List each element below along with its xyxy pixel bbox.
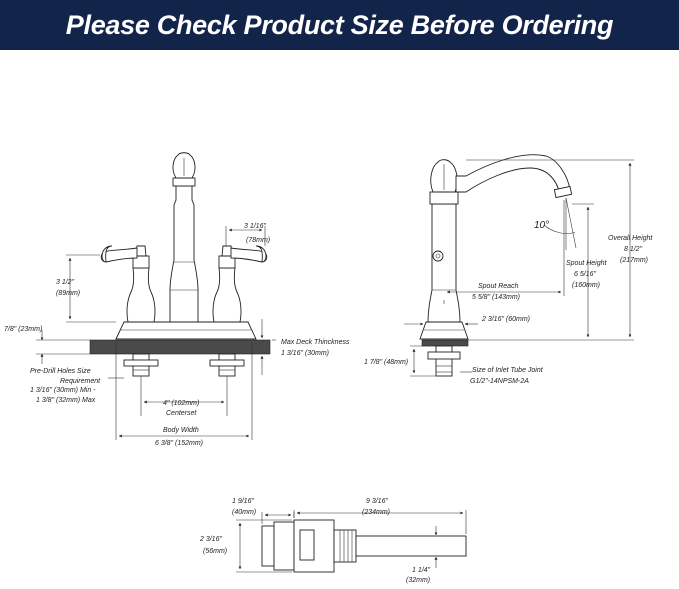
overall-height-label: Overall Height xyxy=(608,235,653,242)
max-deck-value: 1 3/16" (30mm) xyxy=(281,350,329,357)
spout-height-label: Spout Height xyxy=(566,260,608,267)
pre-drill-line4: 1 3/8" (32mm) Max xyxy=(36,397,96,404)
nut-width-imperial: 1 9/16" xyxy=(232,498,254,505)
pre-drill-line1: Pre-Drill Holes Size xyxy=(30,368,91,375)
overall-height-metric: (217mm) xyxy=(620,257,648,264)
side-view-faucet xyxy=(419,154,573,377)
pre-drill-line2: Requirement xyxy=(60,378,101,385)
deck-plate xyxy=(89,339,271,355)
bottom-view-connector xyxy=(261,519,467,573)
total-length-imperial: 9 3/16" xyxy=(366,498,388,505)
dimension-drawing: 3 1/2" (89mm) 7/8" (23mm) 3 1/16" (78mm)… xyxy=(4,152,653,584)
spout-angle: 10° xyxy=(534,220,549,231)
spout-height-metric: (160mm) xyxy=(572,282,600,289)
handle-height-metric: (89mm) xyxy=(56,290,80,297)
shank-length-value: 1 7/8" (48mm) xyxy=(364,359,408,366)
front-view-dimensions: 3 1/2" (89mm) 7/8" (23mm) 3 1/16" (78mm)… xyxy=(4,223,350,447)
nut-width-metric: (40mm) xyxy=(232,509,256,516)
side-view-dimensions: 10° Overall Height 8 1/2" (217mm) Spout … xyxy=(364,159,653,385)
spout-reach-value: 5 5/8" (143mm) xyxy=(472,294,520,301)
side-deck-plate xyxy=(421,339,469,347)
nut-height-metric: (56mm) xyxy=(203,548,227,555)
max-deck-label: Max Deck Thinckness xyxy=(281,339,350,346)
tube-offset-metric: (32mm) xyxy=(406,577,430,584)
deck-offset-label: 7/8" (23mm) xyxy=(4,326,42,333)
inlet-label: Size of Inlet Tube Joint xyxy=(472,367,544,374)
banner-title: Please Check Product Size Before Orderin… xyxy=(65,9,614,40)
base-width-value: 2 3/16" (60mm) xyxy=(481,316,530,323)
spout-height-imperial: 6 5/16" xyxy=(574,271,596,278)
tube-offset-imperial: 1 1/4" xyxy=(412,567,431,574)
spout-reach-label: Spout Reach xyxy=(478,283,519,290)
handle-height-imperial: 3 1/2" xyxy=(56,279,75,286)
inlet-value: G1/2"-14NPSM-2A xyxy=(470,378,529,385)
centerset-label: Centerset xyxy=(166,410,197,417)
header-banner: Please Check Product Size Before Orderin… xyxy=(0,0,679,50)
total-length-metric: (234mm) xyxy=(362,509,390,516)
body-width-value: 6 3/8" (152mm) xyxy=(155,440,203,447)
bottom-view-dimensions: 1 9/16" (40mm) 9 3/16" (234mm) 2 3/16" (… xyxy=(199,498,467,584)
handle-offset-metric: (78mm) xyxy=(246,237,270,244)
body-width-label: Body Width xyxy=(163,427,199,434)
pre-drill-line3: 1 3/16" (30mm) Min - xyxy=(30,387,96,394)
nut-height-imperial: 2 3/16" xyxy=(199,536,222,543)
overall-height-imperial: 8 1/2" xyxy=(624,246,643,253)
centerset-value: 4" (102mm) xyxy=(163,400,199,407)
handle-offset-imperial: 3 1/16" xyxy=(244,223,266,230)
front-view-faucet xyxy=(89,152,271,377)
